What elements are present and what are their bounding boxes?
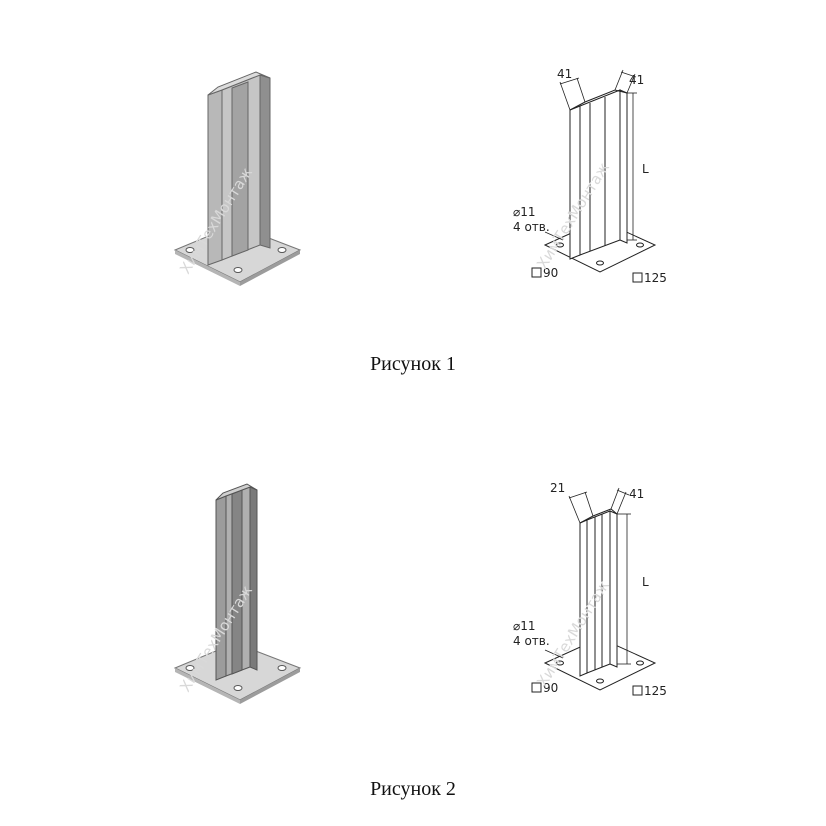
mount-hole — [185, 247, 195, 253]
dim-top-right: 41 — [629, 487, 644, 501]
mount-hole — [556, 242, 564, 248]
base-plate-edge-right — [240, 250, 300, 286]
hole-note-count: 4 отв. — [513, 634, 550, 648]
square-symbol — [632, 685, 643, 696]
column-flange-right — [249, 486, 258, 671]
base-dim-right: 125 — [644, 684, 667, 698]
dimension-lines — [544, 69, 637, 241]
base-plate-edge-left — [175, 668, 240, 704]
dim-height: L — [642, 162, 649, 176]
hole-note-diameter: ⌀11 — [513, 205, 536, 219]
mount-hole — [636, 660, 644, 666]
dim-top-left: 41 — [557, 67, 572, 81]
mount-hole — [556, 660, 564, 666]
column-flange-right — [259, 74, 271, 249]
column-outline — [569, 89, 628, 260]
hole-note-diameter: ⌀11 — [513, 619, 536, 633]
figure-2-render: ХимТехМонтаж — [173, 483, 302, 704]
mount-hole — [277, 665, 287, 671]
base-plate-edge-right — [240, 668, 300, 704]
base-plate-edge-left — [175, 250, 240, 286]
column-top — [207, 71, 271, 96]
mount-hole — [636, 242, 644, 248]
base-dim-right: 125 — [644, 271, 667, 285]
dim-top-right: 41 — [629, 73, 644, 87]
figure-2-drawing: 21 41 L ⌀11 4 отв. 90 125 ХимТехМонтаж — [513, 481, 667, 698]
mount-hole — [185, 665, 195, 671]
column-channel — [231, 81, 249, 257]
square-symbol — [531, 682, 542, 693]
figure-1-drawing: 41 41 L ⌀11 4 отв. 90 125 ХимТехМонтаж — [513, 67, 667, 285]
mount-hole — [596, 260, 604, 266]
dimension-lines — [544, 487, 631, 665]
mount-hole — [277, 247, 287, 253]
figure-2-caption: Рисунок 2 — [370, 778, 456, 800]
base-dim-left: 90 — [543, 681, 558, 695]
base-dim-left: 90 — [543, 266, 558, 280]
dim-top-left: 21 — [550, 481, 565, 495]
column-outline — [579, 508, 618, 677]
square-symbol — [632, 272, 643, 283]
figure-1-caption: Рисунок 1 — [370, 353, 456, 375]
figure-1-render: ХимТехМонтаж — [173, 71, 302, 286]
mount-hole — [233, 685, 243, 691]
mount-hole — [233, 267, 243, 273]
square-symbol — [531, 267, 542, 278]
dim-height: L — [642, 575, 649, 589]
mount-hole — [596, 678, 604, 684]
column-top — [215, 483, 258, 501]
hole-note-count: 4 отв. — [513, 220, 550, 234]
